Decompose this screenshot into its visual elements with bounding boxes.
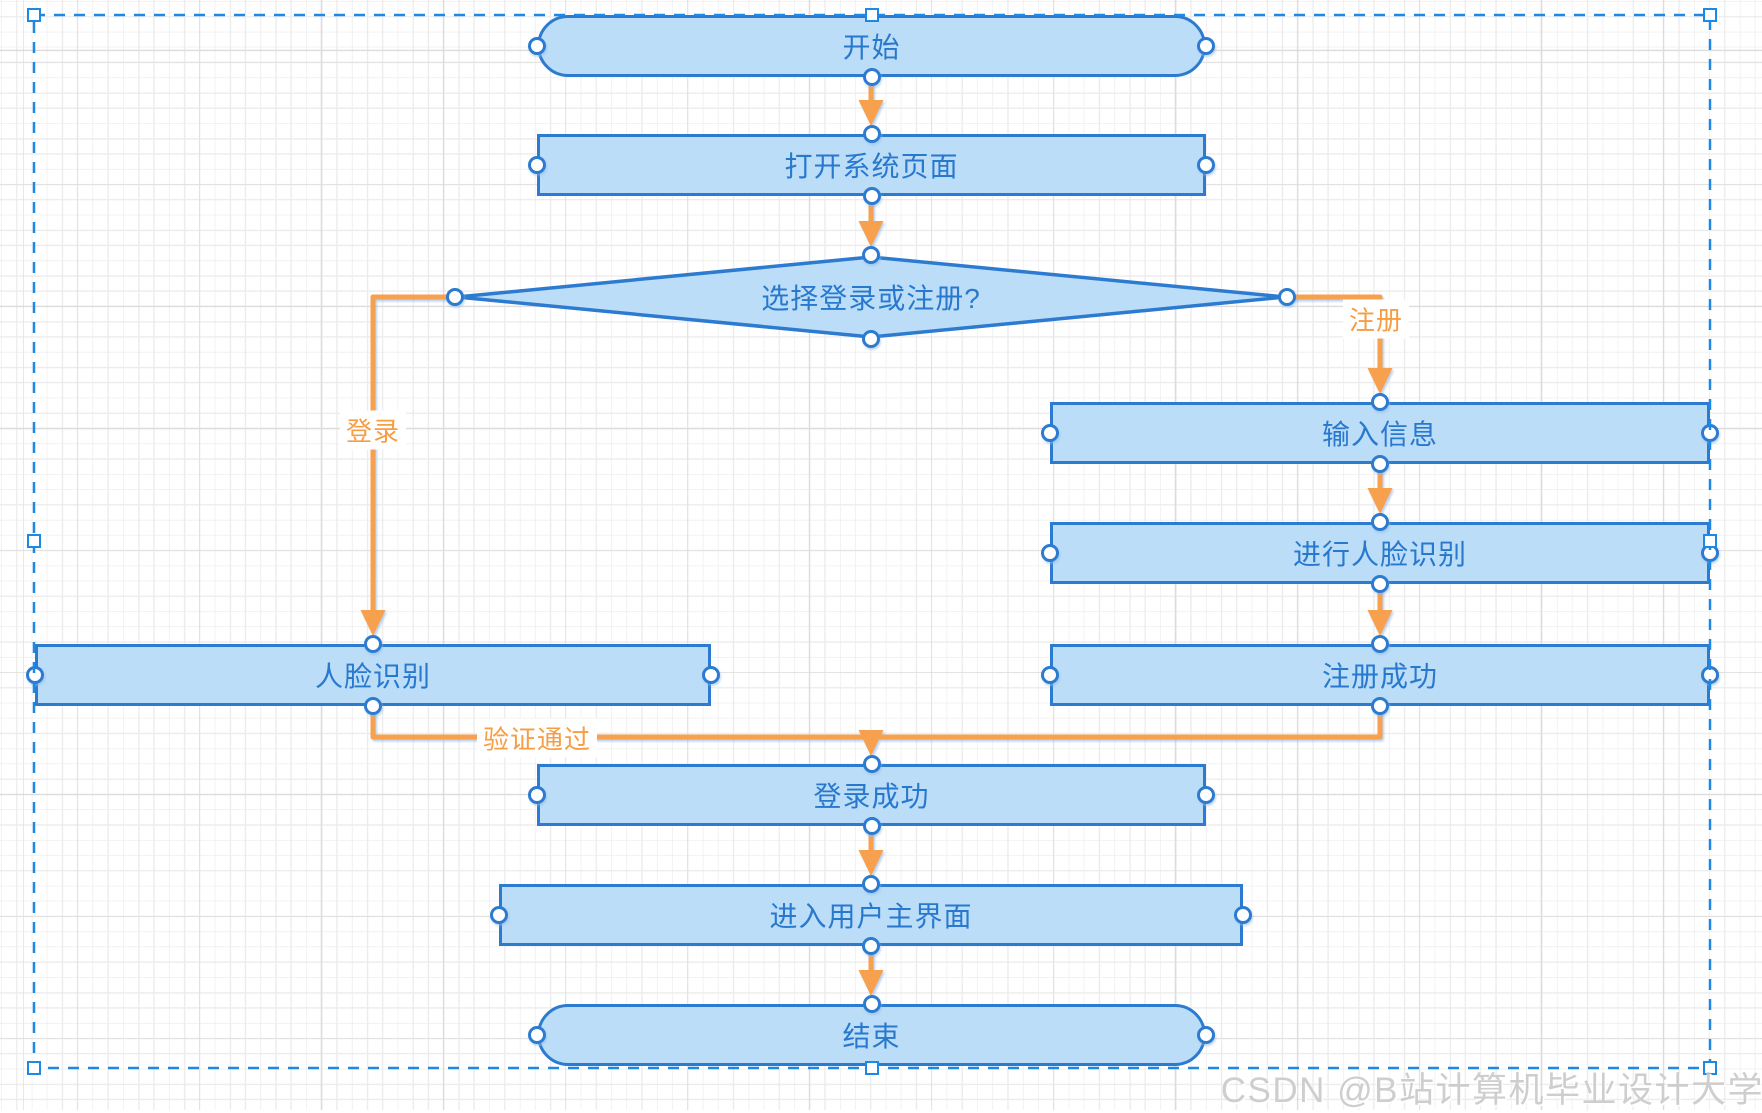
node-label: 登录成功 — [813, 781, 930, 812]
arrowhead — [858, 100, 884, 126]
arrowhead — [858, 730, 884, 756]
node-label: 结束 — [842, 1021, 901, 1052]
connection-point-right[interactable] — [1197, 156, 1215, 174]
connection-point-bottom[interactable] — [1371, 575, 1389, 593]
connection-point-left[interactable] — [26, 666, 44, 684]
connection-point-right[interactable] — [1278, 288, 1296, 306]
connection-point-left[interactable] — [1041, 424, 1059, 442]
connection-point-top[interactable] — [862, 246, 880, 264]
connection-point-top[interactable] — [1371, 513, 1389, 531]
edge-register-success-to-merge[interactable] — [873, 706, 1383, 740]
node-choose-login-or-register[interactable]: 选择登录或注册? — [455, 255, 1287, 339]
arrowhead — [858, 850, 884, 876]
selection-handle-ne[interactable] — [1702, 7, 1717, 22]
arrowhead — [360, 610, 386, 636]
node-label: 人脸识别 — [314, 661, 431, 692]
arrowhead — [1367, 488, 1393, 514]
watermark: CSDN @B站计算机毕业设计大学 — [1220, 1071, 1762, 1110]
connection-point-right[interactable] — [1197, 1026, 1215, 1044]
connection-point-bottom[interactable] — [1371, 697, 1389, 715]
connection-point-bottom[interactable] — [862, 937, 880, 955]
node-label: 选择登录或注册? — [761, 283, 981, 314]
connection-point-right[interactable] — [1701, 424, 1719, 442]
node-end[interactable]: 结束 — [537, 1004, 1206, 1066]
selection-handle-s[interactable] — [864, 1060, 879, 1075]
edge-label-choose-to-input-info[interactable]: 注册 — [1342, 299, 1410, 339]
selection-handle-sw[interactable] — [26, 1060, 41, 1075]
connection-point-bottom[interactable] — [862, 187, 881, 205]
connection-point-bottom[interactable] — [364, 697, 382, 715]
connection-point-right[interactable] — [1197, 786, 1215, 804]
edge-label-face-recognition-to-login-success[interactable]: 验证通过 — [476, 718, 598, 758]
edge-choose-to-face-recognition[interactable] — [360, 294, 456, 636]
connection-point-top[interactable] — [1371, 393, 1389, 411]
connection-point-left[interactable] — [1041, 666, 1059, 684]
connection-point-right[interactable] — [1234, 906, 1252, 924]
connection-point-left[interactable] — [528, 1026, 546, 1044]
node-label: 打开系统页面 — [784, 151, 959, 182]
connection-point-left[interactable] — [528, 37, 546, 55]
connection-point-right[interactable] — [1197, 37, 1215, 55]
edge-label-choose-to-face-recognition[interactable]: 登录 — [339, 410, 407, 450]
connection-point-bottom[interactable] — [862, 817, 881, 835]
arrowhead — [1367, 368, 1393, 394]
connection-point-bottom[interactable] — [1371, 455, 1389, 473]
selection-handle-nw[interactable] — [26, 7, 41, 22]
connection-point-left[interactable] — [528, 156, 546, 174]
arrowhead — [858, 970, 884, 996]
arrowhead — [858, 221, 884, 247]
connection-point-left[interactable] — [1041, 544, 1059, 562]
edge-face-recognition-to-login-success[interactable] — [370, 706, 884, 756]
node-label: 进行人脸识别 — [1292, 539, 1467, 570]
selection-handle-n[interactable] — [864, 7, 879, 22]
connection-point-left[interactable] — [446, 288, 464, 306]
connection-point-bottom[interactable] — [862, 68, 881, 86]
connection-point-top[interactable] — [862, 125, 881, 143]
connection-point-top[interactable] — [364, 635, 382, 653]
connection-point-top[interactable] — [862, 755, 881, 773]
node-label: 开始 — [842, 32, 901, 63]
connection-point-right[interactable] — [702, 666, 720, 684]
connection-point-top[interactable] — [1371, 635, 1389, 653]
connection-point-bottom[interactable] — [862, 330, 880, 348]
connection-point-left[interactable] — [528, 786, 546, 804]
node-label: 注册成功 — [1321, 661, 1438, 692]
selection-handle-e[interactable] — [1702, 534, 1717, 548]
connection-point-right[interactable] — [1701, 666, 1719, 684]
node-label: 输入信息 — [1321, 419, 1438, 450]
connection-point-left[interactable] — [490, 906, 508, 924]
node-label: 进入用户主界面 — [769, 901, 973, 932]
connection-point-top[interactable] — [862, 995, 881, 1013]
selection-handle-w[interactable] — [26, 534, 41, 548]
arrowhead — [1367, 610, 1393, 636]
connection-point-top[interactable] — [862, 875, 880, 893]
